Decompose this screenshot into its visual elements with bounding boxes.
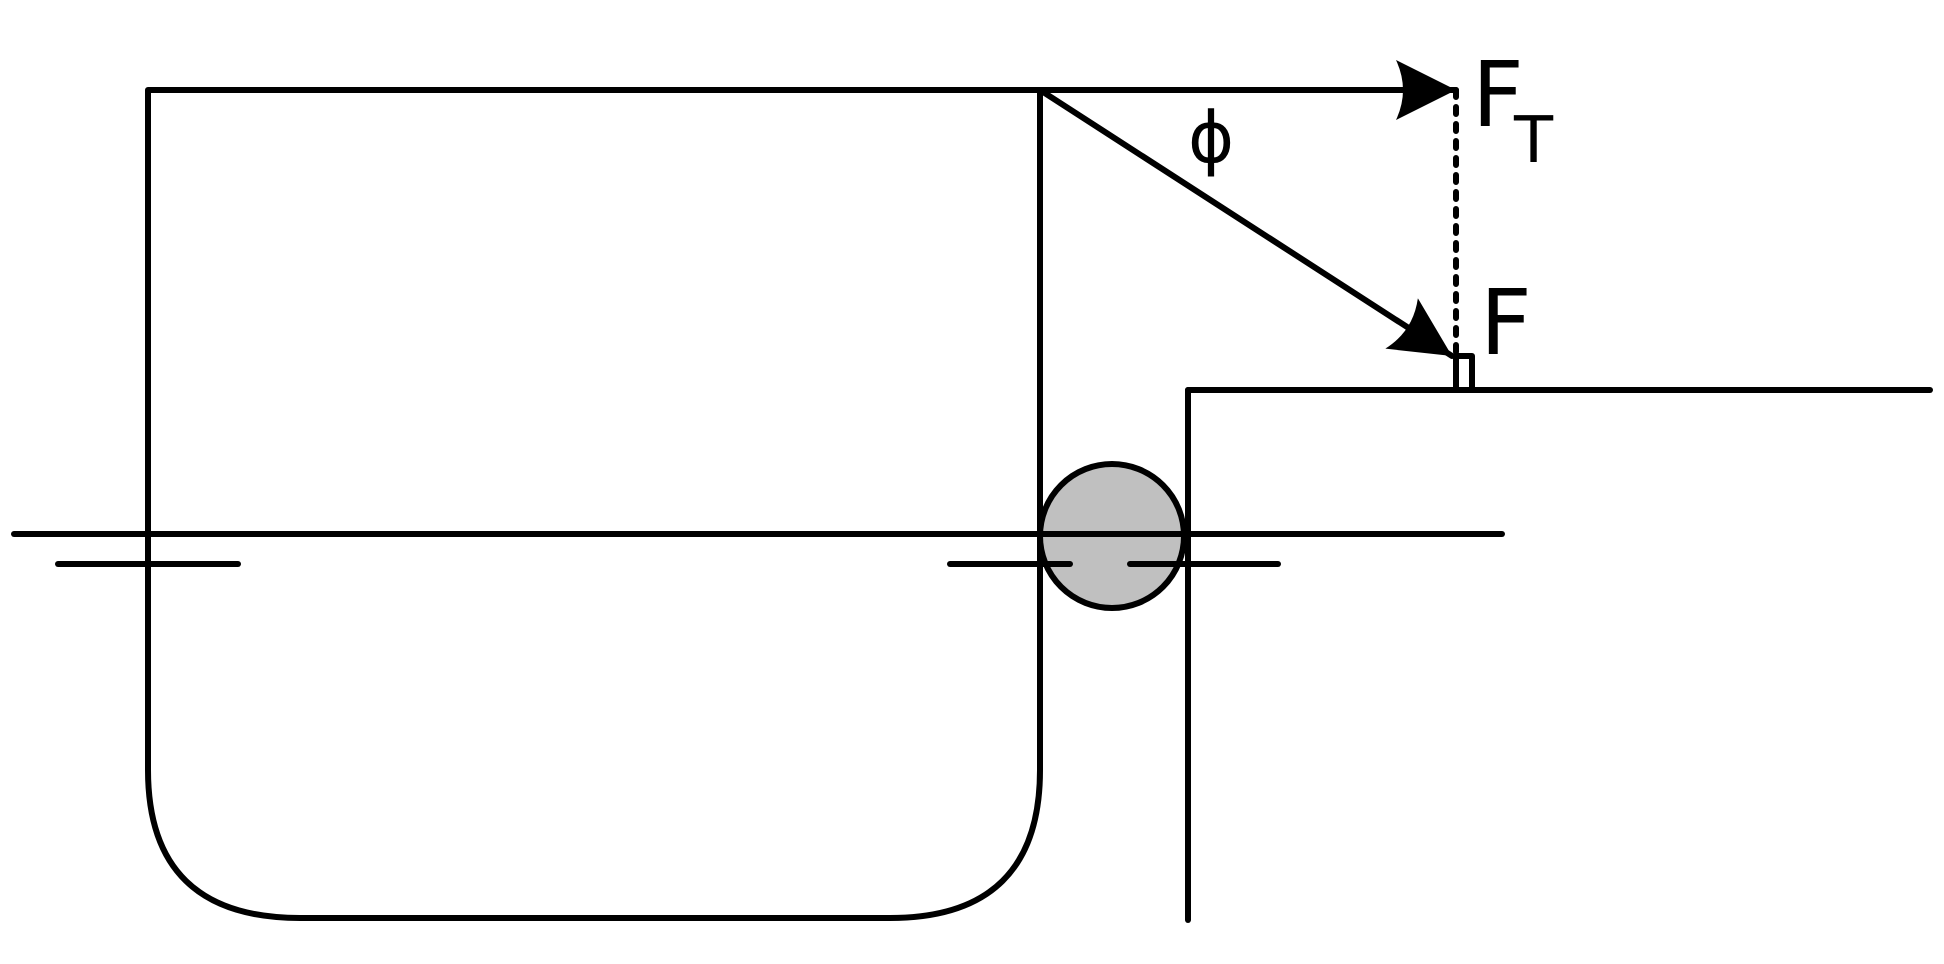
- main-force-label: F: [1480, 271, 1532, 376]
- tangential-force-subscript: T: [1513, 104, 1554, 178]
- phi-label: ϕ: [1188, 97, 1234, 179]
- main-force-arrow: [1037, 87, 1455, 359]
- body-outline: [145, 87, 1043, 921]
- tangential-force-label: F: [1472, 43, 1524, 148]
- right-angle-marker: [1453, 353, 1475, 393]
